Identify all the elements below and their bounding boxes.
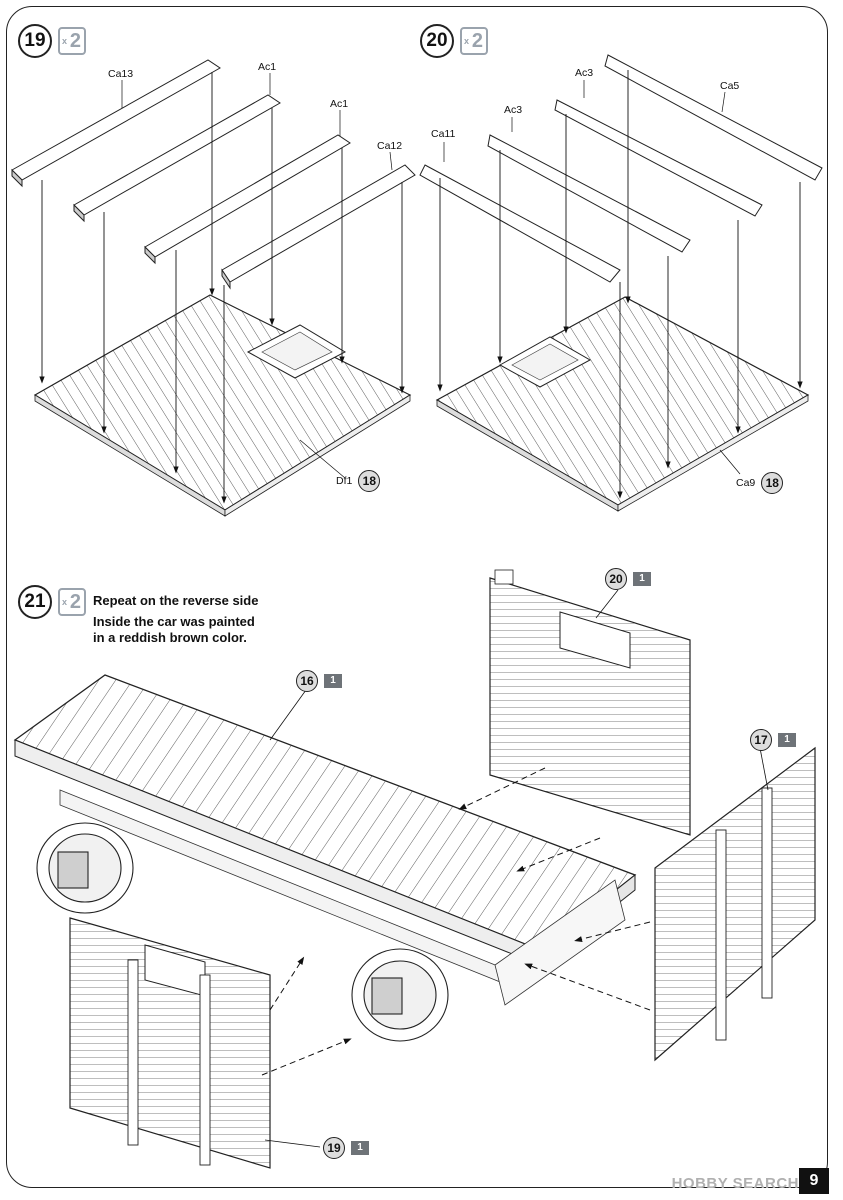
step20-beams bbox=[419, 54, 823, 283]
step21-wheels bbox=[36, 822, 449, 1042]
watermark-text: HOBBY SEARCH bbox=[671, 1175, 799, 1192]
step19-guide-lines bbox=[39, 72, 405, 504]
part-label-ca13: Ca13 bbox=[108, 68, 134, 80]
ref-ca9: Ca9 18 bbox=[736, 472, 784, 494]
step-20-number: 20 bbox=[420, 24, 454, 58]
multiplier-value: 2 bbox=[69, 30, 81, 52]
step21-leader-lines bbox=[264, 589, 769, 1148]
multiplier-value: 2 bbox=[471, 30, 483, 52]
ref-step-circle: 18 bbox=[761, 472, 784, 494]
ref-step-circle: 17 bbox=[750, 729, 772, 751]
multiplier-prefix: x bbox=[62, 597, 68, 607]
ref-df1: Df1 18 bbox=[336, 470, 381, 492]
part-label-ac3-b: Ac3 bbox=[575, 67, 594, 79]
step-20-multiplier: x 2 bbox=[460, 27, 488, 55]
step-21-note-paint-line2: in a reddish brown color. bbox=[93, 630, 247, 645]
multiplier-prefix: x bbox=[62, 36, 68, 46]
step20-guide-lines bbox=[437, 70, 803, 499]
multiplier-prefix: x bbox=[464, 36, 470, 46]
step21-side-wall-right bbox=[654, 746, 816, 1062]
step21-end-wall-front bbox=[69, 917, 271, 1169]
part-label-ca11: Ca11 bbox=[431, 128, 456, 140]
part-label-ac1-a: Ac1 bbox=[258, 61, 277, 73]
ref-qty-box: 1 bbox=[778, 733, 796, 747]
ref-step-circle: 19 bbox=[323, 1137, 345, 1159]
part-label-ca9: Ca9 bbox=[736, 477, 756, 489]
ref-step-circle: 20 bbox=[605, 568, 627, 590]
ref-qty-box: 1 bbox=[633, 572, 651, 586]
step-19-number: 19 bbox=[18, 24, 52, 58]
ref-step-circle: 18 bbox=[358, 470, 381, 492]
step-21-note-repeat: Repeat on the reverse side bbox=[93, 593, 259, 608]
step21-car-floor bbox=[13, 674, 637, 1006]
step-21-multiplier: x 2 bbox=[58, 588, 86, 616]
step19-beams bbox=[11, 59, 416, 290]
step20-leader-lines bbox=[443, 80, 741, 475]
part-label-ac1-b: Ac1 bbox=[330, 98, 349, 110]
part-label-ca5: Ca5 bbox=[720, 80, 740, 92]
step19-leader-lines bbox=[121, 73, 393, 479]
part-label-df1: Df1 bbox=[336, 475, 353, 487]
ref-step-16: 16 1 bbox=[296, 670, 342, 692]
multiplier-value: 2 bbox=[69, 591, 81, 613]
ref-qty-box: 1 bbox=[351, 1141, 369, 1155]
step-21-number: 21 bbox=[18, 585, 52, 619]
step-19-multiplier: x 2 bbox=[58, 27, 86, 55]
page-number: 9 bbox=[799, 1168, 829, 1194]
step19-floor bbox=[33, 294, 412, 517]
part-label-ac3-a: Ac3 bbox=[504, 104, 523, 116]
ref-step-17: 17 1 bbox=[750, 729, 796, 751]
ref-step-20: 20 1 bbox=[605, 568, 651, 590]
step-21-note-paint-line1: Inside the car was painted bbox=[93, 614, 255, 629]
ref-step-circle: 16 bbox=[296, 670, 318, 692]
ref-step-19: 19 1 bbox=[323, 1137, 369, 1159]
step21-end-wall-back bbox=[489, 569, 691, 836]
page-border bbox=[6, 6, 828, 1188]
step20-floor bbox=[435, 296, 810, 512]
part-label-ca12: Ca12 bbox=[377, 140, 403, 152]
ref-qty-box: 1 bbox=[324, 674, 342, 688]
step21-guide-lines bbox=[261, 767, 651, 1076]
